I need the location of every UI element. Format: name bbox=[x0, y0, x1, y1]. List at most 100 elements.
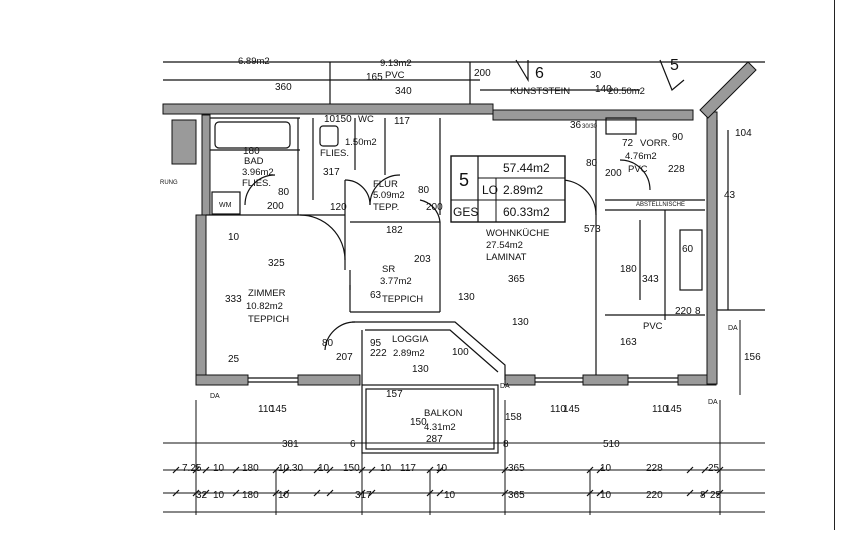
dimension-tick-0-15 bbox=[686, 466, 694, 474]
wall-bottom-left bbox=[195, 374, 249, 386]
dim-110-left: 110 bbox=[258, 404, 274, 415]
dim-43: 43 bbox=[724, 190, 736, 201]
b1-4: 10 bbox=[318, 463, 330, 474]
top-dim-165: 165 bbox=[366, 72, 383, 83]
dim-180-k: 180 bbox=[620, 264, 637, 275]
balkon-area: 4.31m2 bbox=[424, 422, 456, 433]
b1-12: 25 bbox=[708, 463, 720, 474]
dim-36: 36 bbox=[570, 120, 582, 131]
b1-0: 7.25 bbox=[182, 463, 202, 474]
unit-loggia-area: 2.89m2 bbox=[503, 183, 543, 197]
top-area-left: 6.89m2 bbox=[238, 56, 270, 67]
dim-325: 325 bbox=[268, 258, 285, 269]
zimmer-name: ZIMMER bbox=[248, 288, 286, 299]
wall-right-diagonal bbox=[699, 61, 757, 119]
dim-157: 157 bbox=[386, 389, 403, 400]
dimension-tick-0-4 bbox=[272, 466, 280, 474]
dimension-tick-0-7 bbox=[326, 466, 334, 474]
dimension-tick-0-13 bbox=[586, 466, 594, 474]
dim-150: 150 bbox=[335, 114, 352, 125]
da-mid: DA bbox=[500, 383, 510, 390]
bottom-dimension-row-1: 7.25 10 180 10.30 10 150 10 117 10 365 1… bbox=[182, 463, 720, 474]
b1-3: 10.30 bbox=[278, 463, 303, 474]
top-dim-340: 340 bbox=[395, 86, 412, 97]
dim-200-vorr: 200 bbox=[605, 168, 622, 179]
dimension-tick-1-5 bbox=[282, 489, 290, 497]
da-left: DA bbox=[210, 393, 220, 400]
dim-145-right: 145 bbox=[665, 404, 682, 415]
dimension-tick-0-9 bbox=[368, 466, 376, 474]
b2-2: 180 bbox=[242, 490, 259, 501]
unit-number: 5 bbox=[459, 170, 469, 190]
top-strip-labels: 6.89m2 9.13m2 PVC 340 200 165 360 30 140… bbox=[238, 56, 752, 139]
dim-10-top: 10 bbox=[324, 114, 336, 125]
b1-9: 365 bbox=[508, 463, 525, 474]
unit-loggia-label: LO bbox=[482, 183, 498, 197]
b2-8: 220 bbox=[646, 490, 663, 501]
dimension-tick-1-2 bbox=[202, 489, 210, 497]
b2-0: 32 bbox=[196, 490, 208, 501]
sr-floor: TEPPICH bbox=[382, 294, 423, 305]
top-dim-200: 200 bbox=[474, 68, 491, 79]
unit-total-label: GES bbox=[453, 205, 478, 219]
dim-95: 95 bbox=[370, 338, 382, 349]
dimension-tick-0-16 bbox=[701, 466, 709, 474]
wohnkueche-floor: LAMINAT bbox=[486, 252, 527, 263]
interior-dimensions: 180 150 10 117 80 200 317 120 80 200 182… bbox=[210, 114, 761, 450]
dimension-tick-1-6 bbox=[313, 489, 321, 497]
dim-60: 60 bbox=[682, 244, 694, 255]
dim-200-bad: 200 bbox=[267, 201, 284, 212]
dim-8-k: 8 bbox=[695, 306, 701, 317]
dim-130-loggia: 130 bbox=[512, 317, 529, 328]
dim-145-mid: 145 bbox=[563, 404, 580, 415]
dimension-tick-1-9 bbox=[368, 489, 376, 497]
dim-100: 100 bbox=[452, 347, 469, 358]
bottom-dimension-row-2: 32 10 180 10 317 10 365 10 220 8 25 bbox=[196, 490, 722, 501]
b1-6: 10 bbox=[380, 463, 392, 474]
bad-area: 3.96m2 bbox=[242, 167, 274, 178]
loggia-area: 2.89m2 bbox=[393, 348, 425, 359]
dimension-tick-1-13 bbox=[586, 489, 594, 497]
dim-150-balkon: 150 bbox=[410, 417, 427, 428]
top-dim-30: 30 bbox=[590, 70, 602, 81]
top-area-mid: 9.13m2 bbox=[380, 58, 412, 69]
dim-163: 163 bbox=[620, 337, 637, 348]
kitchen-floor-label: PVC bbox=[643, 321, 663, 332]
dim-130-wk: 130 bbox=[458, 292, 475, 303]
dimension-tick-0-6 bbox=[313, 466, 321, 474]
dim-158: 158 bbox=[505, 412, 522, 423]
b2-7: 10 bbox=[600, 490, 612, 501]
bad-name: BAD bbox=[244, 156, 264, 167]
dim-220-k: 220 bbox=[675, 306, 692, 317]
top-mid-material: PVC bbox=[385, 70, 405, 81]
flur-name: FLUR bbox=[373, 179, 398, 190]
dim-80-loggia: 80 bbox=[322, 338, 334, 349]
balkon-name: BALKON bbox=[424, 408, 463, 419]
dimension-tick-1-17 bbox=[716, 489, 724, 497]
wall-top bbox=[162, 103, 494, 115]
zimmer-area: 10.82m2 bbox=[246, 301, 283, 312]
dimension-tick-1-0 bbox=[172, 489, 180, 497]
wc-name: WC bbox=[358, 114, 374, 125]
dim-228: 228 bbox=[668, 164, 685, 175]
partitions bbox=[163, 59, 765, 454]
dim-343: 343 bbox=[642, 274, 659, 285]
walls bbox=[162, 61, 757, 386]
b2-1: 10 bbox=[213, 490, 225, 501]
b2-10: 25 bbox=[710, 490, 722, 501]
dim-573: 573 bbox=[584, 224, 601, 235]
top-dim-140: 140 bbox=[595, 84, 612, 95]
b1-2: 180 bbox=[242, 463, 259, 474]
abstellnische-label: ABSTELLNISCHE bbox=[636, 202, 685, 208]
dim-72: 72 bbox=[622, 138, 634, 149]
dimension-tick-0-1 bbox=[192, 466, 200, 474]
page-edge-line bbox=[834, 0, 835, 530]
dim-182: 182 bbox=[386, 225, 403, 236]
dim-510: 510 bbox=[603, 439, 620, 450]
dim-120: 120 bbox=[330, 202, 347, 213]
dimension-tick-0-2 bbox=[202, 466, 210, 474]
dim-80-flur: 80 bbox=[418, 185, 430, 196]
dim-10-zimmer: 10 bbox=[228, 232, 240, 243]
